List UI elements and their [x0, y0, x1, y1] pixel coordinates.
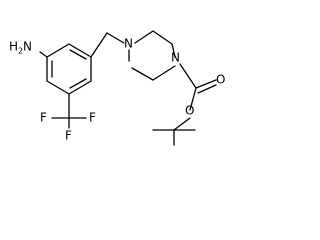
carbonyl-double-bond [195, 79, 217, 89]
piperazine-bond [134, 30, 154, 44]
ch2-bond [106, 32, 125, 44]
amine-subscript: 2 [18, 47, 23, 56]
ring-bond [68, 43, 92, 58]
amine-n-label: N [23, 40, 32, 54]
trifluoromethyl-group [51, 93, 87, 129]
fluorine-label: F [40, 111, 47, 125]
ester-c-o-bond [189, 87, 197, 111]
carbonyl-double-bond [197, 84, 217, 94]
ester-oxygen-label: O [185, 104, 194, 118]
chemical-structure-diagram: H 2 N F F F N N O O [9, 30, 225, 146]
piperazine-bond [171, 43, 176, 58]
ch2-bond [90, 32, 108, 58]
ring-bond [68, 80, 92, 95]
fluorine-label: F [65, 129, 72, 143]
ring-bond [46, 43, 70, 58]
fluorine-label: F [89, 111, 96, 125]
carbamate-n-c-bond [179, 63, 197, 89]
carbonyl-oxygen-label: O [216, 73, 225, 87]
benzylic-linker [90, 32, 125, 58]
piperazine-ring [128, 30, 176, 81]
piperazine-bond [131, 67, 154, 81]
piperazine-n1-label: N [171, 51, 180, 65]
aromatic-inner-bond [69, 49, 87, 60]
ring-bond [46, 80, 70, 95]
piperazine-bond [152, 30, 173, 45]
amine-label: H [9, 40, 18, 54]
aniline-ring [46, 43, 92, 95]
boc-group [152, 63, 217, 146]
amine-bond [39, 51, 48, 58]
ester-o-c-bond [173, 117, 191, 131]
piperazine-bond [152, 65, 176, 81]
aromatic-inner-bond [69, 78, 87, 89]
piperazine-n4-label: N [124, 37, 133, 51]
